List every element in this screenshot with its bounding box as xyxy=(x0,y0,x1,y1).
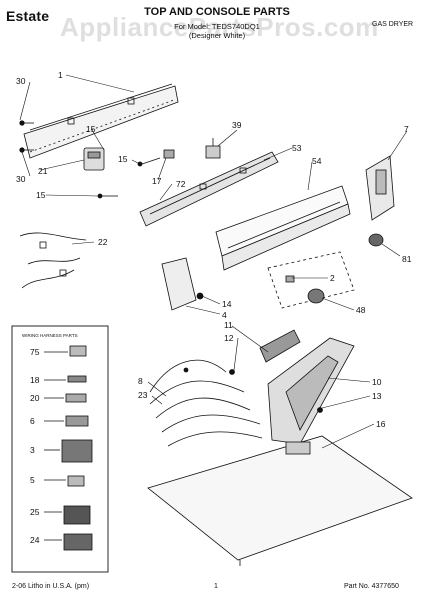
wiring-harness-22 xyxy=(19,232,87,289)
callout-16: 16 xyxy=(376,419,386,429)
switch-21 xyxy=(83,147,105,171)
callout-6: 6 xyxy=(30,416,35,426)
footer-litho: 2-06 Litho in U.S.A. (pm) xyxy=(12,583,90,590)
callout-15-low: 15 xyxy=(36,190,46,200)
console-front xyxy=(215,185,351,271)
callout-20: 20 xyxy=(30,393,40,403)
callout-7: 7 xyxy=(404,124,409,134)
callout-12: 12 xyxy=(224,333,234,343)
callout-24: 24 xyxy=(30,535,40,545)
callout-labels: 1 30 15 30 21 39 15 17 72 15 7 53 54 22 … xyxy=(16,70,412,545)
callout-15-mid: 15 xyxy=(118,154,128,164)
callout-30-bottom: 30 xyxy=(16,174,26,184)
inset-title: WIRING HARNESS PARTS xyxy=(22,333,78,338)
callout-5: 5 xyxy=(30,475,35,485)
lint-filter-11 xyxy=(229,329,301,375)
page-title: TOP AND CONSOLE PARTS xyxy=(144,6,290,18)
callout-11: 11 xyxy=(224,320,233,330)
callout-30-top: 30 xyxy=(16,76,26,86)
callout-14: 14 xyxy=(222,299,232,309)
lint-chute-10 xyxy=(267,337,355,455)
watermark: AppliancePartsPros.com xyxy=(60,12,379,42)
callout-53: 53 xyxy=(292,143,302,153)
screw-13 xyxy=(317,407,323,413)
callout-8: 8 xyxy=(138,376,143,386)
wiring-harness-parts-inset xyxy=(11,325,109,573)
color-note: (Designer White) xyxy=(188,31,246,40)
knob-81 xyxy=(368,233,384,247)
callout-75: 75 xyxy=(30,347,40,357)
callout-54: 54 xyxy=(312,156,322,166)
callout-22: 22 xyxy=(98,237,108,247)
model-number: For Model: TEDS740DQ1 xyxy=(174,22,260,31)
callout-1: 1 xyxy=(58,70,63,80)
wiring-harness-23 xyxy=(149,359,263,447)
side-bracket xyxy=(161,257,204,311)
footer-part-number: Part No. 4377650 xyxy=(344,583,399,590)
leader-lines xyxy=(19,74,408,449)
rear-console-panel xyxy=(23,83,179,159)
callout-39: 39 xyxy=(232,120,242,130)
callout-4: 4 xyxy=(222,310,227,320)
end-cap-7 xyxy=(365,155,395,221)
top-cover-16 xyxy=(147,435,413,566)
brand-logo: Estate xyxy=(6,8,50,24)
control-rail xyxy=(139,151,279,227)
callout-48: 48 xyxy=(356,305,366,315)
callout-81: 81 xyxy=(402,254,412,264)
screw-15-low xyxy=(97,193,118,199)
callout-17: 17 xyxy=(152,176,162,186)
callout-15-top: 15 xyxy=(86,124,96,134)
screw-30-top xyxy=(19,120,34,126)
clip-17 xyxy=(163,149,175,159)
dryer-type: GAS DRYER xyxy=(372,21,414,28)
callout-2: 2 xyxy=(330,273,335,283)
footer-page-number: 1 xyxy=(214,583,218,590)
screw-15-mid xyxy=(137,157,161,167)
callout-3: 3 xyxy=(30,445,35,455)
callout-72: 72 xyxy=(176,179,186,189)
callout-25: 25 xyxy=(30,507,40,517)
callout-10: 10 xyxy=(372,377,382,387)
callout-21: 21 xyxy=(38,166,48,176)
knob-inset xyxy=(267,251,355,309)
callout-13: 13 xyxy=(372,391,382,401)
callout-18: 18 xyxy=(30,375,40,385)
component-39 xyxy=(205,138,221,159)
callout-23: 23 xyxy=(138,390,148,400)
